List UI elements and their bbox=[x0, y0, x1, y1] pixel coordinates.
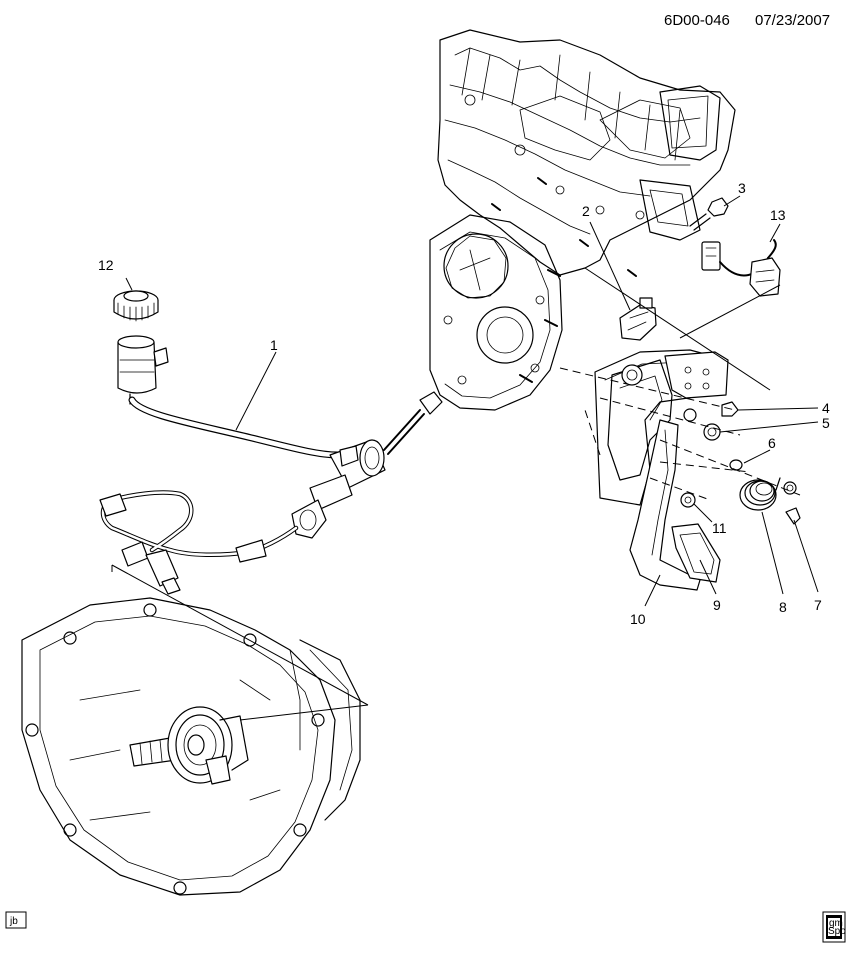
bushing-11 bbox=[680, 492, 696, 508]
stamp-line-1: gm bbox=[829, 918, 843, 929]
callout-13: 13 bbox=[770, 207, 786, 223]
fluid-reservoir bbox=[117, 335, 169, 405]
callout-1: 1 bbox=[270, 337, 278, 353]
footer-right-stamp: gm Spo bbox=[822, 911, 846, 943]
callout-7: 7 bbox=[814, 597, 822, 613]
vehicle-body-structure bbox=[437, 29, 736, 277]
clutch-switch bbox=[619, 297, 657, 341]
return-spring bbox=[739, 477, 781, 511]
callout-6: 6 bbox=[768, 435, 776, 451]
washer-6 bbox=[729, 459, 743, 471]
footer-tag-text: jb bbox=[9, 916, 18, 927]
callout-10: 10 bbox=[630, 611, 646, 627]
diagram-code: 6D00-046 bbox=[664, 12, 730, 29]
callout-5: 5 bbox=[822, 415, 830, 431]
footer-left-tag: jb bbox=[5, 911, 27, 929]
flywheel-housing-plate bbox=[429, 214, 563, 411]
reservoir-cap bbox=[113, 290, 159, 322]
callout-4: 4 bbox=[822, 400, 830, 416]
transmission-leader-lines bbox=[111, 564, 369, 721]
clutch-pedal-lever bbox=[629, 419, 701, 591]
callout-11: 11 bbox=[712, 520, 727, 536]
hydraulic-line bbox=[99, 490, 299, 595]
bolt-3 bbox=[689, 197, 729, 231]
wiring-harness bbox=[701, 239, 781, 297]
clip-7 bbox=[785, 507, 801, 525]
assembly-dash-lines bbox=[559, 367, 801, 501]
spring-nut bbox=[783, 481, 797, 495]
transmission-case bbox=[21, 597, 361, 896]
callout-9: 9 bbox=[713, 597, 721, 613]
clutch-pedal-pad bbox=[671, 523, 721, 583]
reservoir-hose bbox=[128, 396, 342, 459]
callout-leaders bbox=[125, 195, 819, 607]
diagram-date: 07/23/2007 bbox=[755, 12, 830, 29]
callout-12: 12 bbox=[98, 257, 114, 273]
callout-8: 8 bbox=[779, 599, 787, 615]
stamp-line-2: Spo bbox=[828, 926, 846, 937]
clutch-master-cylinder bbox=[291, 391, 443, 539]
callout-labels: 1 2 3 4 5 6 7 8 9 10 11 12 13 bbox=[98, 180, 830, 627]
callout-2: 2 bbox=[582, 203, 590, 219]
callout-3: 3 bbox=[738, 180, 746, 196]
diagram-header: 6D00-046 07/23/2007 bbox=[664, 12, 830, 29]
